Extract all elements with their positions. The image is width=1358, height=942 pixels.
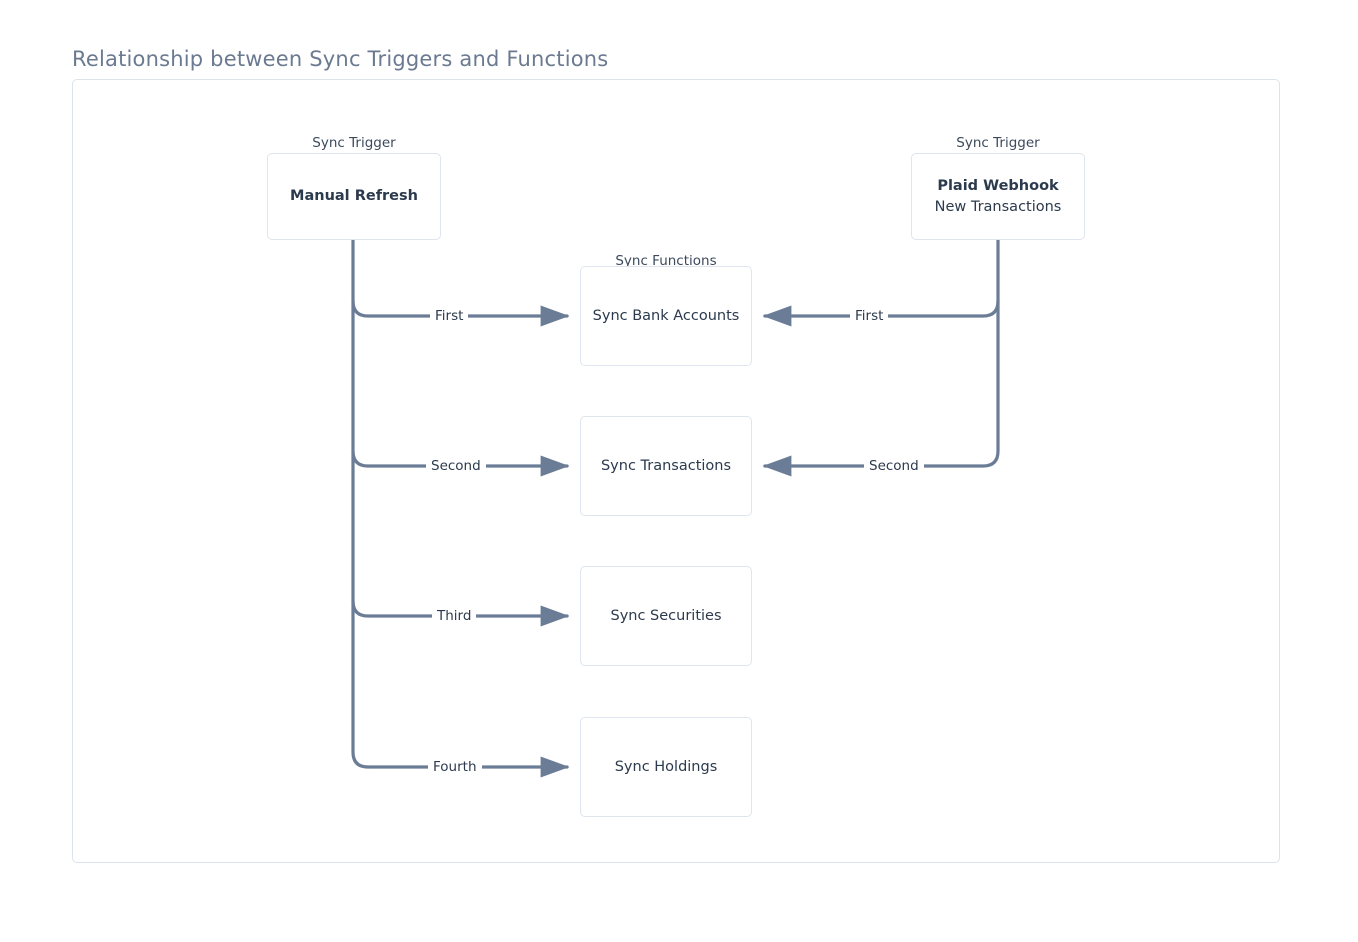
node-plaid-webhook-line-2: New Transactions (934, 198, 1062, 215)
node-manual-refresh[interactable]: Manual Refresh (267, 153, 441, 240)
page-title: Relationship between Sync Triggers and F… (72, 47, 609, 71)
node-sync-securities[interactable]: Sync Securities (580, 566, 752, 666)
edge-label-second-right: Second (864, 458, 924, 474)
node-sync-holdings[interactable]: Sync Holdings (580, 717, 752, 817)
node-sync-transactions-label: Sync Transactions (600, 457, 732, 474)
edge-label-third-left: Third (432, 608, 477, 624)
node-manual-refresh-line-1: Manual Refresh (290, 188, 418, 205)
node-sync-bank-accounts-label: Sync Bank Accounts (592, 307, 740, 324)
node-sync-holdings-label: Sync Holdings (614, 758, 718, 775)
node-sync-bank-accounts[interactable]: Sync Bank Accounts (580, 266, 752, 366)
edge-label-first-left: First (430, 308, 469, 324)
node-sync-transactions[interactable]: Sync Transactions (580, 416, 752, 516)
node-sync-securities-label: Sync Securities (610, 607, 722, 624)
edge-label-second-left: Second (426, 458, 486, 474)
group-label-trigger-right: Sync Trigger (956, 135, 1040, 151)
group-label-trigger-left: Sync Trigger (312, 135, 396, 151)
group-label-functions: Sync Functions (615, 253, 717, 269)
edge-label-fourth-left: Fourth (428, 759, 482, 775)
node-plaid-webhook[interactable]: Plaid Webhook New Transactions (911, 153, 1085, 240)
edge-label-first-right: First (850, 308, 889, 324)
node-plaid-webhook-line-1: Plaid Webhook (937, 177, 1059, 194)
